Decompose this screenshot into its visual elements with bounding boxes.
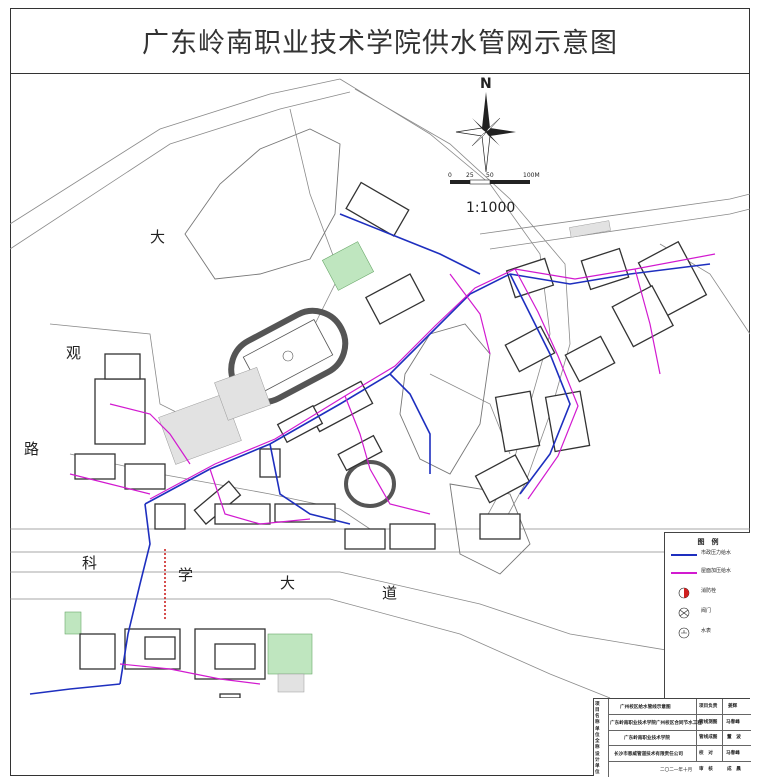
- small-track[interactable]: [344, 460, 396, 508]
- tb-left-1: 目: [595, 708, 600, 713]
- legend-label-meter: 水表: [701, 628, 712, 634]
- tb-row-2: 广东岭南职业技术学院: [624, 736, 670, 741]
- scale-tick-50: 50: [486, 172, 494, 179]
- tb-role-2: 管线成图: [699, 735, 718, 740]
- legend-panel: 图 例 市政压力给水 屋面加压给水 消防栓 阀门 水表: [664, 532, 750, 698]
- road-label-da: 大: [150, 228, 165, 246]
- north-arrow-icon: [455, 92, 516, 173]
- road-label-lu: 路: [24, 440, 39, 458]
- legend-item-municipal: 市政压力给水: [669, 547, 749, 561]
- tb-left-11: 位: [595, 770, 600, 775]
- scale-tick-0: 0: [448, 172, 452, 179]
- tb-name-3: 马春峰: [726, 751, 740, 756]
- tb-row-1: 广东岭南职业技术学院广州校区合同节水工程: [610, 721, 702, 726]
- municipal-water-lines[interactable]: [29, 213, 711, 695]
- legend-item-roof: 屋面加压给水: [669, 565, 749, 579]
- tb-name-2: 董 波: [727, 735, 741, 740]
- tb-name-1: 马春峰: [726, 720, 740, 725]
- road-label-da2: 大: [280, 574, 295, 592]
- tb-left-3: 称: [595, 720, 600, 725]
- scale-bar: [450, 179, 530, 185]
- legend-label-hydrant: 消防栓: [701, 588, 717, 594]
- hydrant-icon: [678, 587, 690, 599]
- title-bar: 广东岭南职业技术学院供水管网示意图: [10, 8, 750, 74]
- tb-name-0: 姜辉: [728, 704, 738, 709]
- tb-left-0: 项: [595, 702, 600, 707]
- road-label-guan: 观: [66, 344, 81, 362]
- tb-row-3: 长沙市恩威管道技术有限责任公司: [614, 752, 683, 757]
- tb-left-5: 位: [595, 733, 600, 738]
- green-courts: [64, 241, 375, 675]
- legend-title: 图 例: [697, 538, 719, 546]
- tb-left-8: 设: [595, 752, 600, 757]
- tb-row-0: 广州校区给水管线示意图: [620, 705, 671, 710]
- road-label-ke: 科: [82, 554, 97, 572]
- title-block: 项 目 名 称 单 位 全 称 设 计 单 位 广州校区给水管线示意图 广东岭南…: [593, 698, 751, 777]
- magenta-line-swatch: [671, 572, 697, 574]
- tb-left-2: 名: [595, 714, 600, 719]
- tb-role-3: 校 对: [699, 751, 713, 756]
- tb-role-1: 管线测图: [699, 720, 718, 725]
- legend-label-valve: 阀门: [701, 608, 712, 614]
- tb-date: 二〇二一年十月: [660, 768, 693, 773]
- legend-item-meter: 水表: [669, 625, 749, 639]
- buildings[interactable]: [74, 181, 708, 698]
- valve-icon: [678, 607, 690, 619]
- road-label-dao: 道: [382, 584, 397, 602]
- tb-left-10: 单: [595, 764, 600, 769]
- tb-left-9: 计: [595, 758, 600, 763]
- legend-item-valve: 阀门: [669, 605, 749, 619]
- legend-label-roof: 屋面加压给水: [701, 568, 732, 574]
- legend-label-municipal: 市政压力给水: [701, 550, 732, 556]
- scale-ratio: 1:1000: [466, 200, 515, 216]
- road-label-xue: 学: [178, 566, 193, 584]
- water-meter-icon: [678, 627, 690, 639]
- tb-left-4: 单: [595, 727, 600, 732]
- scale-tick-100m: 100M: [523, 172, 540, 179]
- tb-role-4: 审 核: [699, 767, 713, 772]
- north-label: N: [480, 76, 492, 92]
- roof-water-lines[interactable]: [69, 253, 716, 685]
- tb-role-0: 项目负责: [699, 704, 718, 709]
- tb-left-7: 称: [595, 745, 600, 750]
- tb-left-6: 全: [595, 739, 600, 744]
- campus-map[interactable]: 大 观 路 科 学 大 道 N 0 25 50 100M 1:1000: [10, 74, 750, 698]
- tb-name-4: 成 晨: [727, 767, 741, 772]
- blue-line-swatch: [671, 554, 697, 556]
- grey-courts: [158, 220, 611, 693]
- scale-tick-25: 25: [466, 172, 474, 179]
- map-title: 广东岭南职业技术学院供水管网示意图: [142, 28, 618, 59]
- legend-item-hydrant: 消防栓: [669, 585, 749, 599]
